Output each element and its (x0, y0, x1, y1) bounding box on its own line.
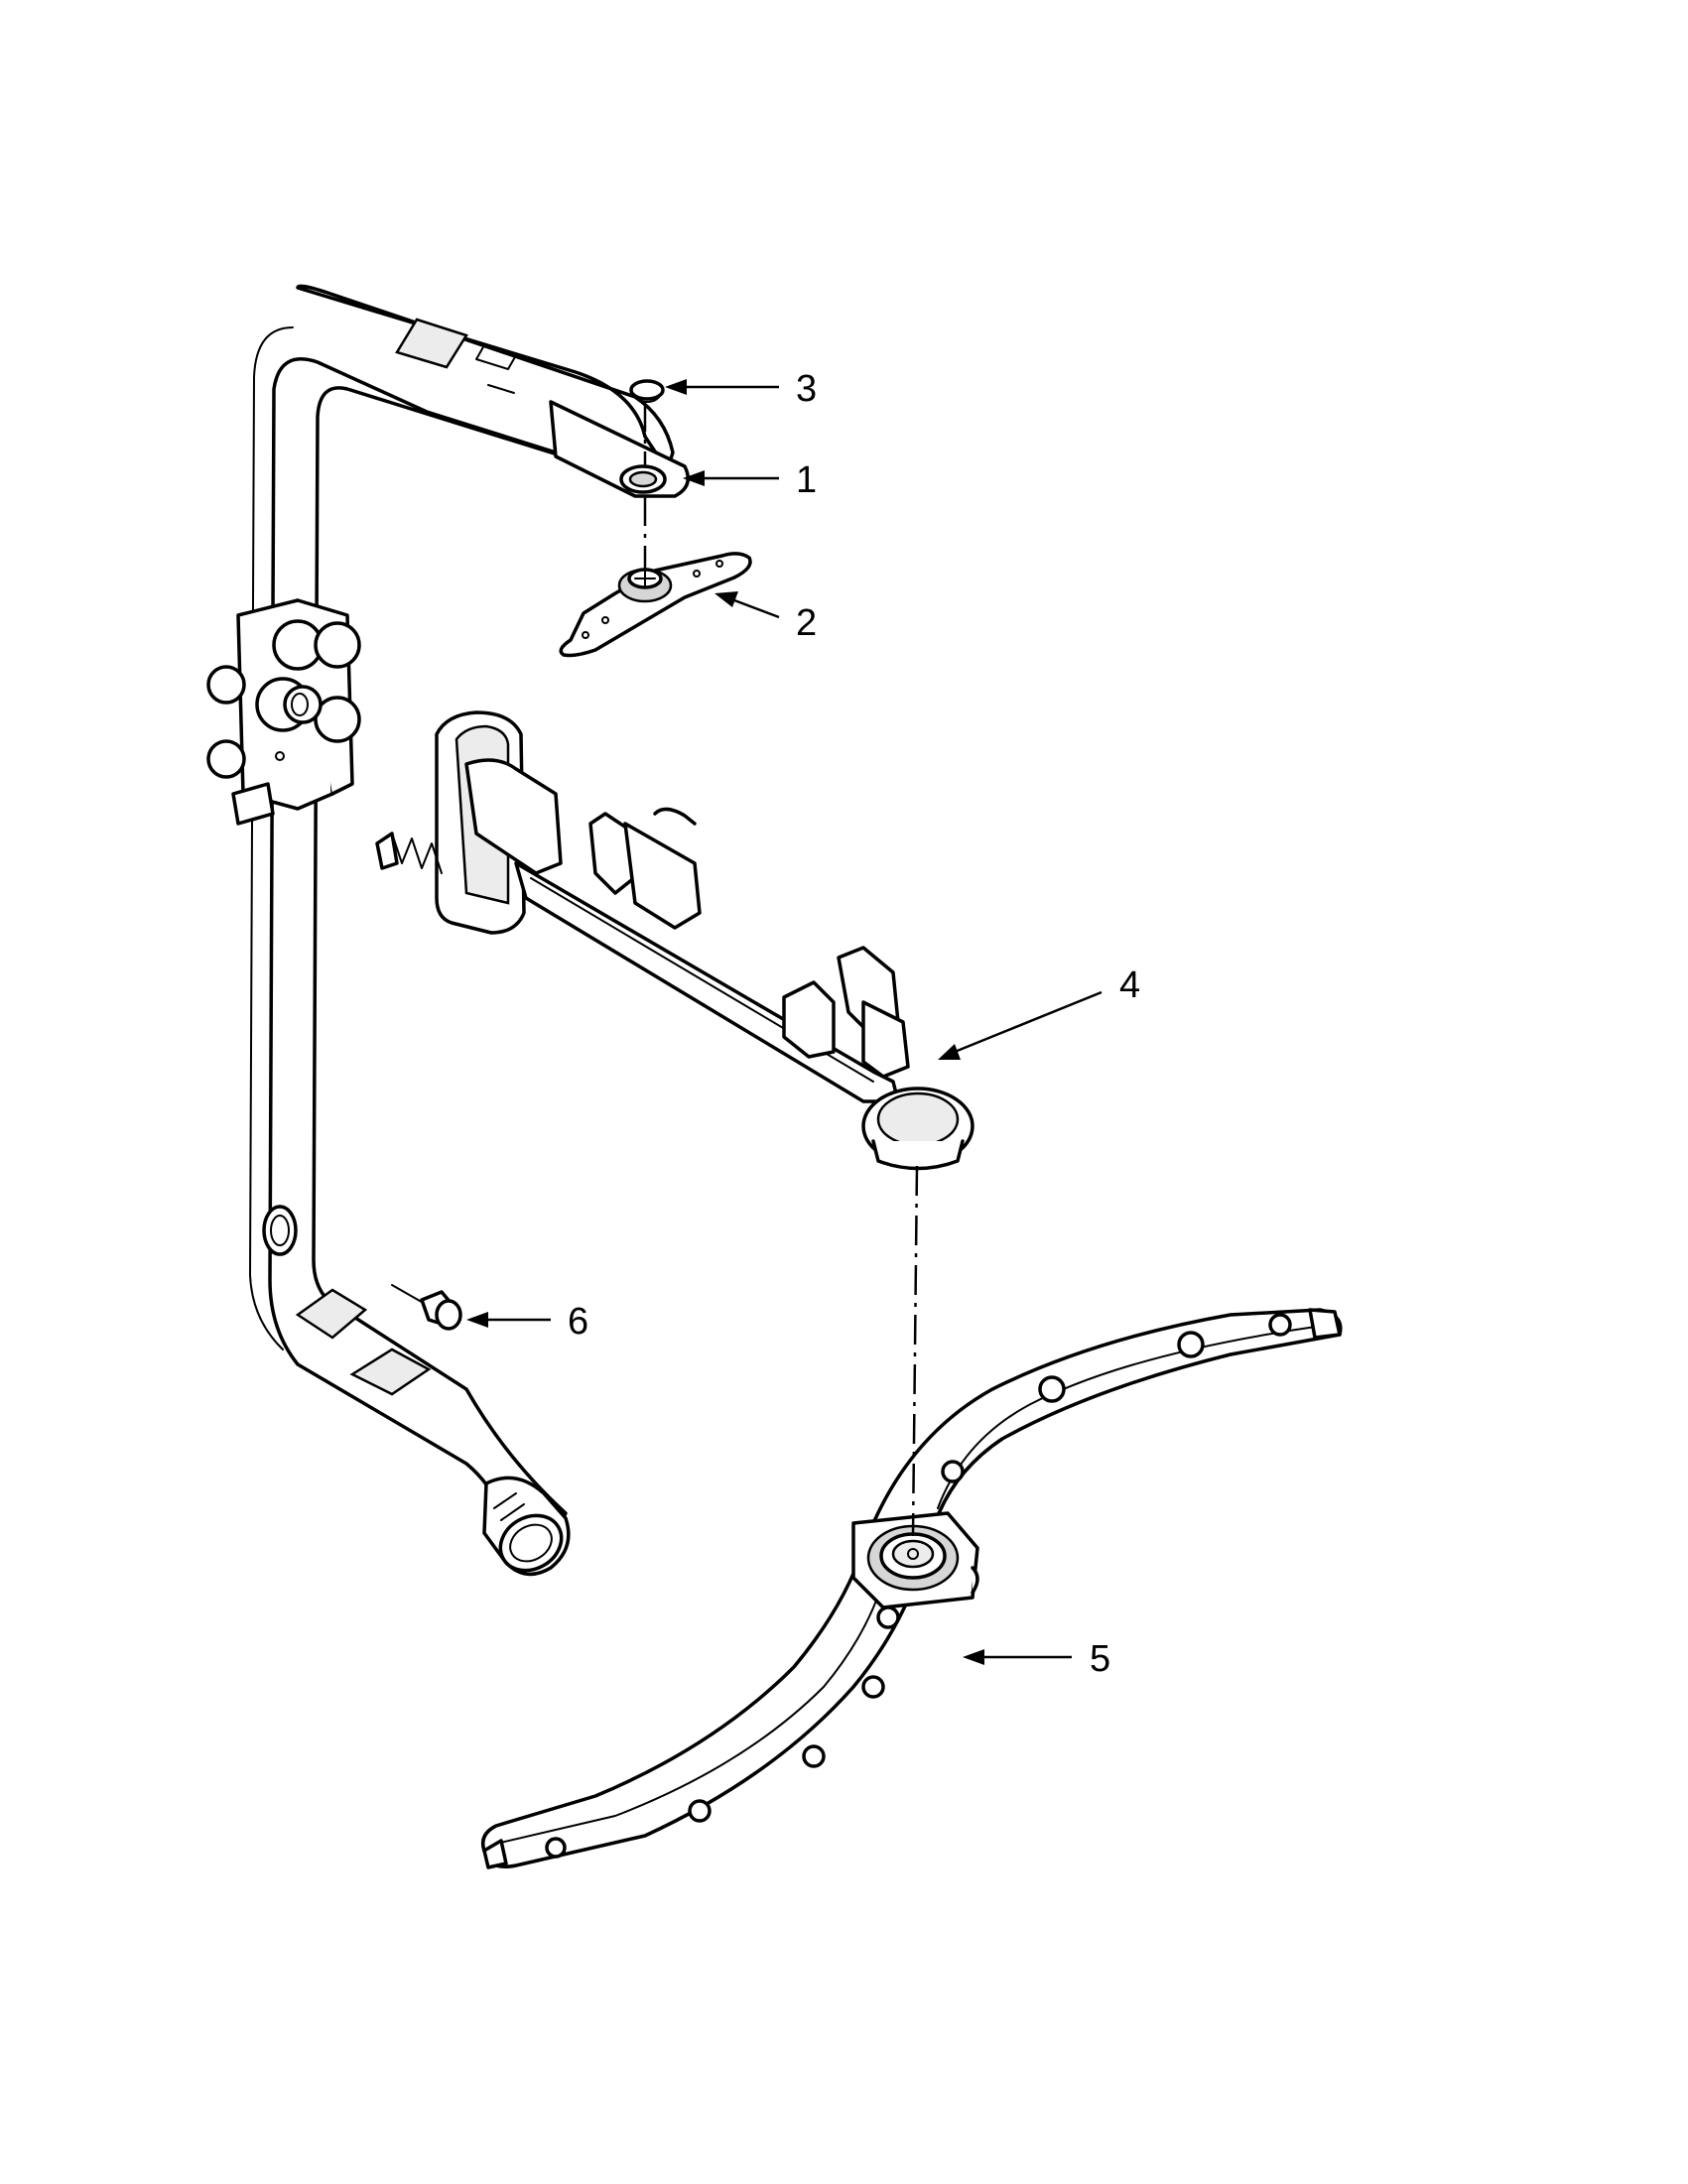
callout-3: 3 (796, 368, 817, 410)
callout-2: 2 (796, 602, 817, 644)
mid-spray-arm (559, 552, 752, 658)
screw-part (391, 1284, 462, 1331)
spray-manifold (375, 710, 974, 1171)
tube-bracket (206, 598, 361, 826)
lower-spray-arm (480, 1308, 1343, 1869)
centerline-hub (911, 1165, 919, 1537)
callout-1: 1 (796, 459, 817, 501)
callout-5: 5 (1090, 1638, 1110, 1680)
callout-6: 6 (568, 1301, 588, 1343)
callout-4: 4 (1119, 964, 1140, 1006)
upper-arm-mount (549, 400, 691, 498)
cap-part (629, 379, 665, 403)
leader-lines (466, 379, 1103, 1665)
